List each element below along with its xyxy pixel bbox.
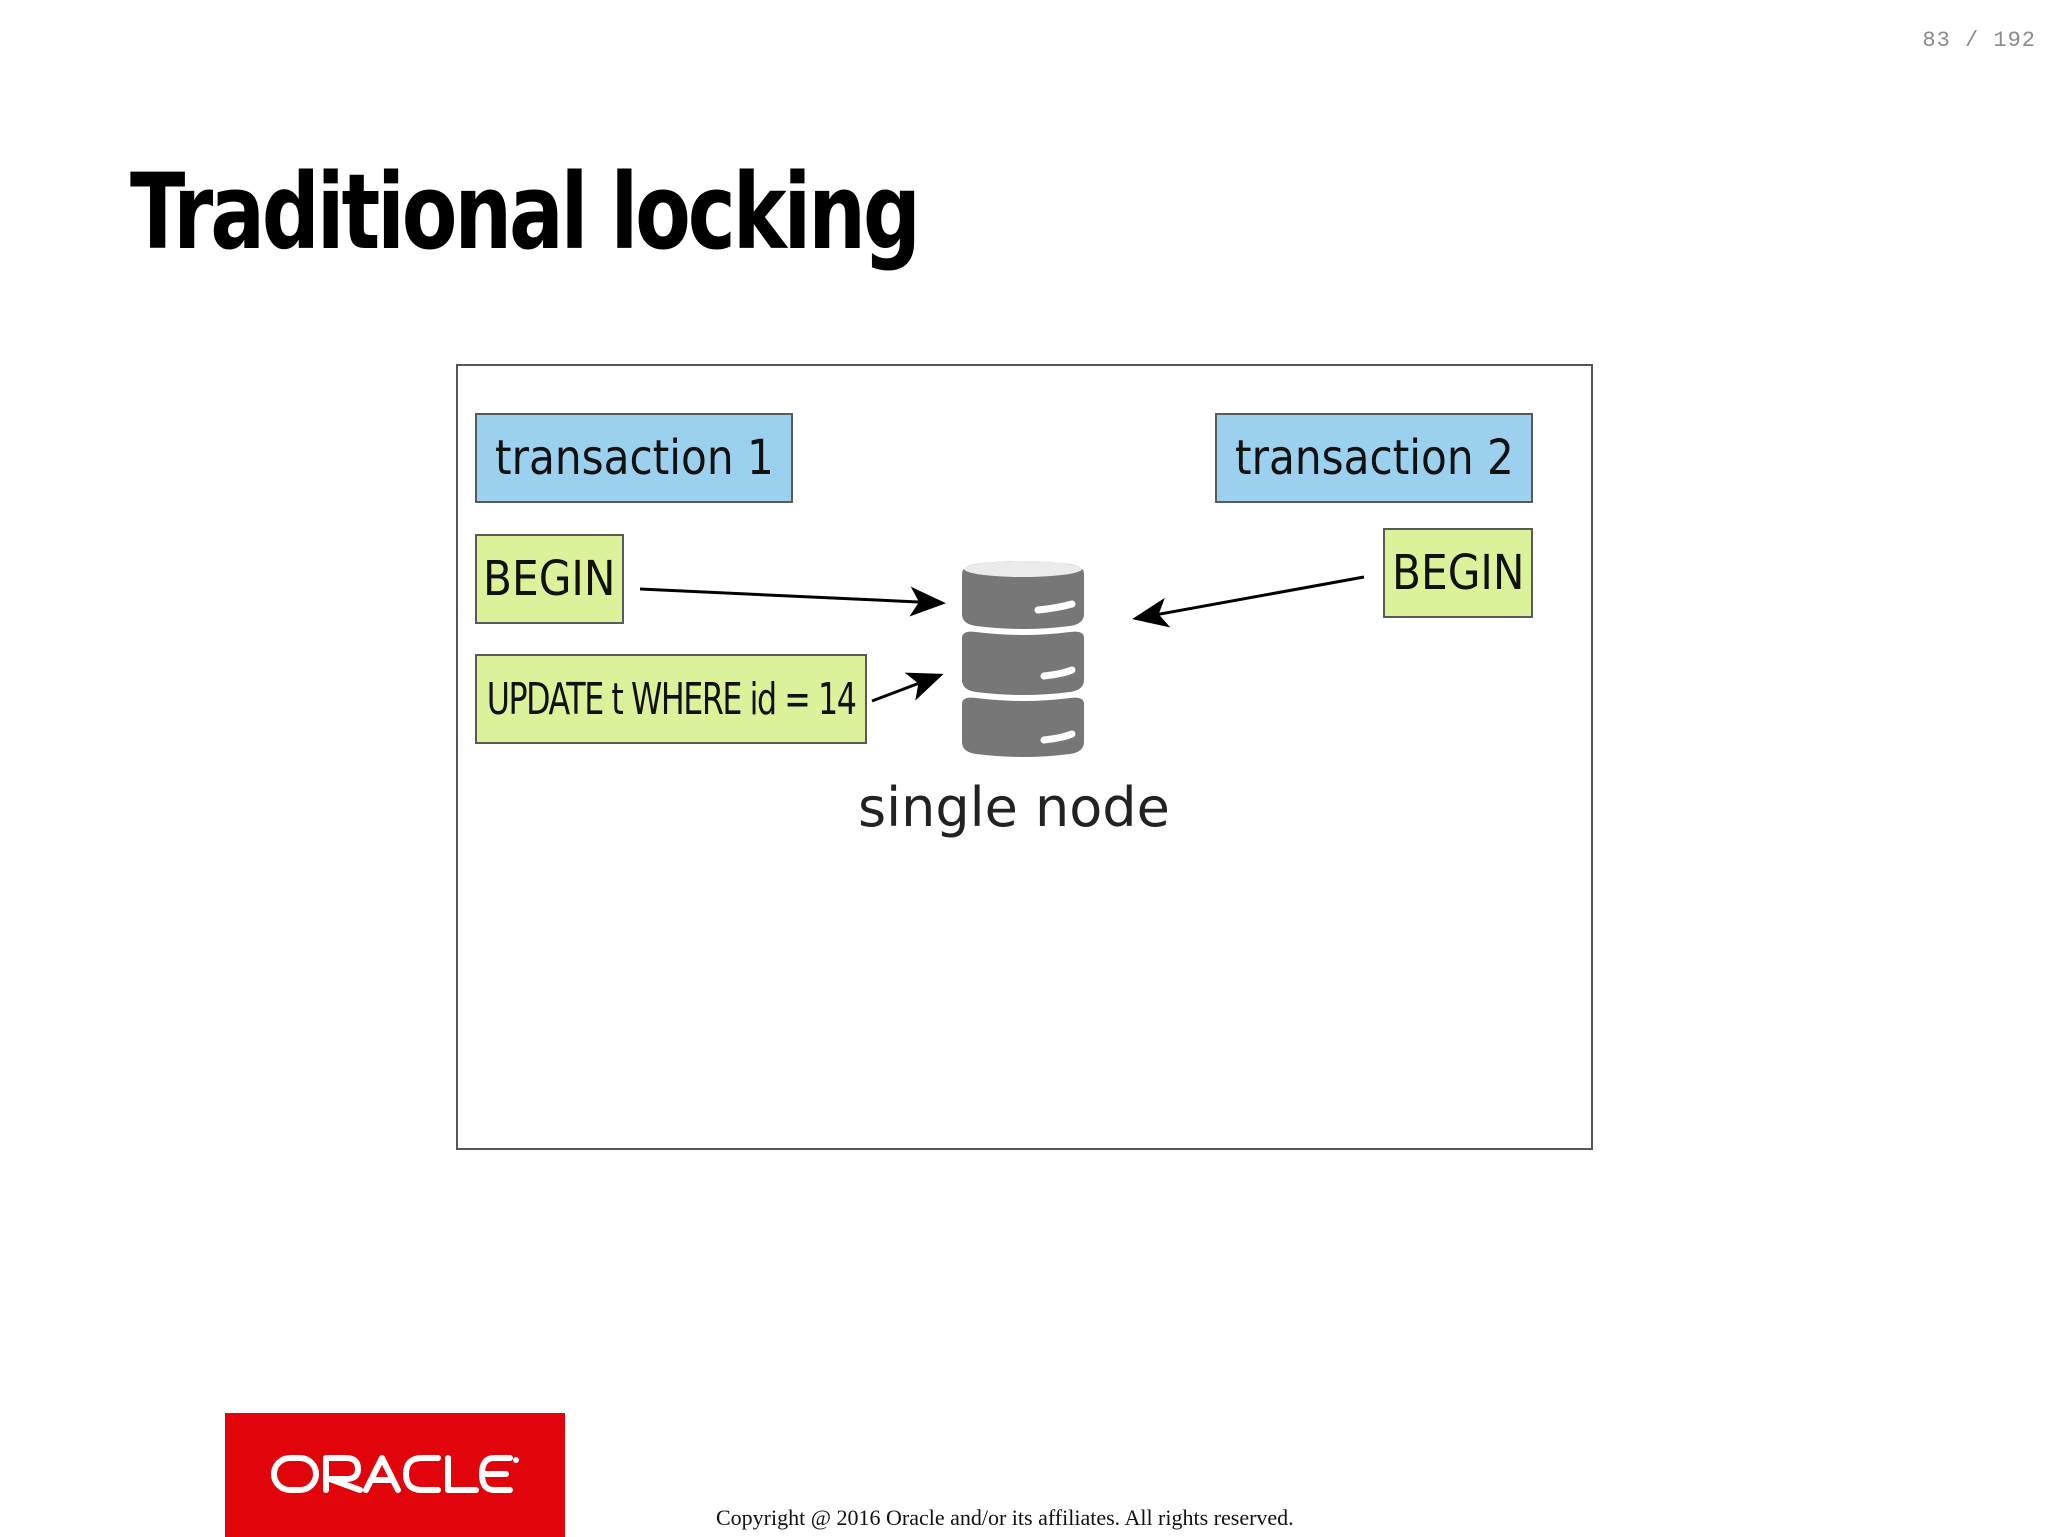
transaction-2-begin-label: BEGIN [1391,545,1525,601]
transaction-1-begin-label: BEGIN [483,551,616,607]
locking-diagram: transaction 1 transaction 2 BEGIN BEGIN … [456,364,1593,1150]
transaction-2-box: transaction 2 [1215,413,1533,503]
node-label: single node [858,776,1170,839]
arrow-begin2-to-node [1132,575,1365,628]
arrow-update1-to-node [871,672,944,703]
transaction-1-update-box: UPDATE t WHERE id = 14 [475,654,867,744]
copyright-notice: Copyright @ 2016 Oracle and/or its affil… [716,1505,1294,1530]
oracle-logo [225,1413,565,1537]
database-icon [962,561,1084,757]
transaction-2-label: transaction 2 [1234,430,1514,486]
arrow-begin1-to-node [639,586,946,617]
slide-title: Traditional locking [130,151,921,273]
transaction-1-label: transaction 1 [494,430,774,486]
diagram-graphics [639,561,1365,757]
oracle-wordmark [271,1455,519,1493]
transaction-1-begin-box: BEGIN [475,534,624,624]
transaction-1-update-label: UPDATE t WHERE id = 14 [486,673,857,725]
transaction-1-box: transaction 1 [475,413,793,503]
page-counter: 83 / 192 [1922,28,2036,53]
transaction-2-begin-box: BEGIN [1383,528,1533,618]
